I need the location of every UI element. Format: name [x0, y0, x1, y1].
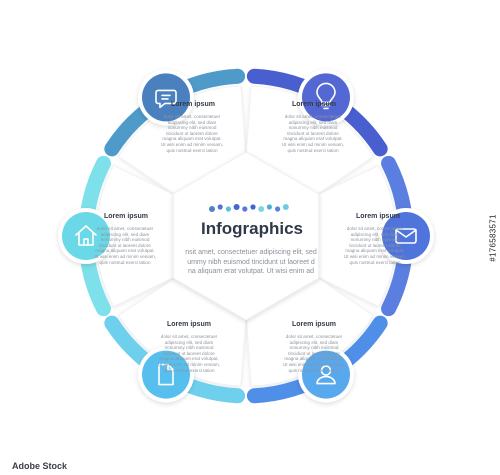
title-dots: [209, 204, 289, 212]
title-dot: [282, 204, 289, 210]
title-dot: [209, 206, 215, 212]
center-title: Infographics: [200, 219, 303, 238]
envelope-icon: [378, 208, 434, 264]
title-dot: [275, 206, 281, 212]
center-hexagon-shape: [172, 151, 320, 321]
title-dot: [266, 204, 272, 210]
home-icon: [58, 208, 114, 264]
segment-title-top-right: Lorem ipsum: [292, 101, 336, 108]
center-body: nsit amet, consectetuer adipiscing elit,…: [185, 249, 317, 275]
title-dot: [233, 204, 240, 210]
title-dot: [258, 206, 265, 212]
user-icon: [298, 346, 354, 403]
title-dot: [242, 206, 248, 212]
segment-title-bottom-left: Lorem ipsum: [167, 321, 211, 328]
center-hexagon: [172, 151, 320, 321]
segment-panels: [95, 85, 397, 387]
watermark-logo: Adobe Stock: [12, 461, 68, 471]
segment-icons: [58, 69, 434, 403]
segment-title-bottom-right: Lorem ipsum: [292, 321, 336, 328]
segment-title-right: Lorem ipsum: [356, 213, 400, 220]
title-dot: [217, 204, 223, 210]
stock-id-label: #176583571: [486, 0, 500, 475]
document-icon: [138, 346, 194, 403]
lightbulb-icon: [298, 69, 354, 126]
title-dot: [250, 204, 256, 210]
segment-title-left: Lorem ipsum: [104, 213, 148, 220]
chat-bubble-icon: [138, 69, 194, 126]
title-dot: [225, 206, 231, 212]
segment-title-top-left: Lorem ipsum: [171, 101, 215, 108]
